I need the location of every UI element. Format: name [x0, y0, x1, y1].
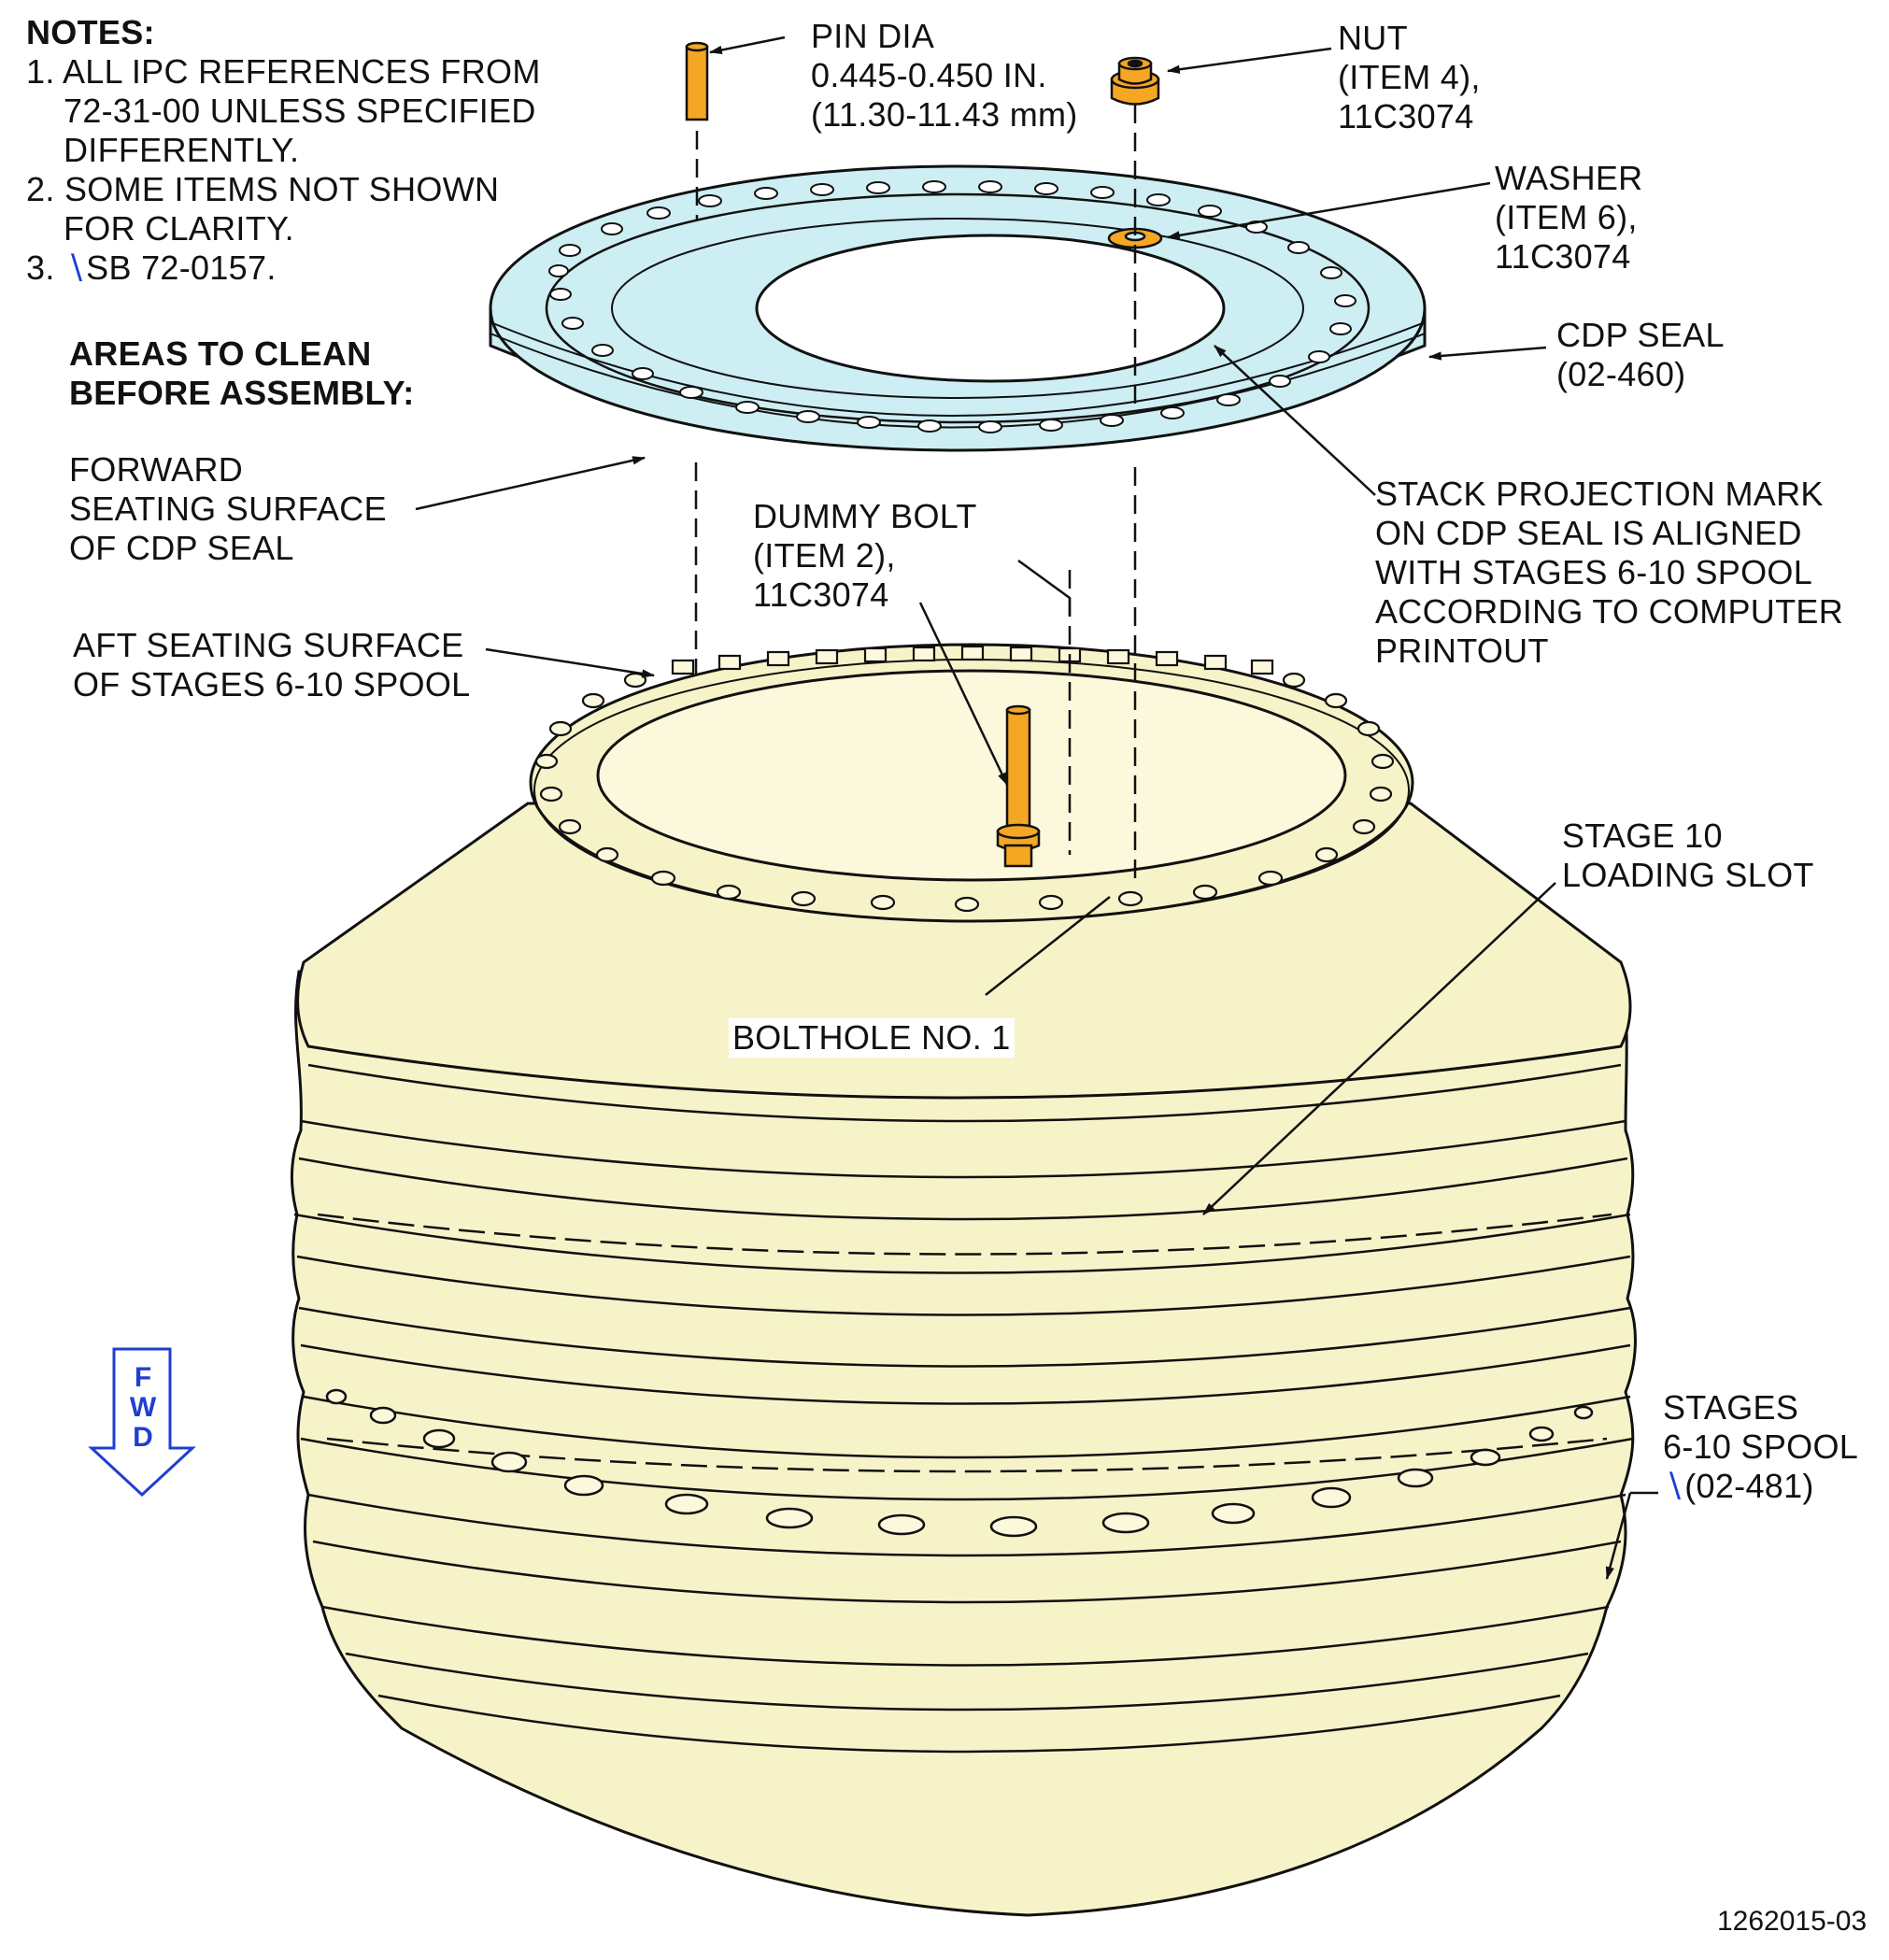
note-2-line-2: FOR CLARITY.: [64, 209, 294, 248]
spool-label: STAGES 6-10 SPOOL ∖(02-481): [1663, 1388, 1859, 1505]
stack-projection-label: STACK PROJECTION MARK ON CDP SEAL IS ALI…: [1375, 475, 1844, 670]
spool-flange-holes: [534, 645, 1395, 913]
nut-label: NUT (ITEM 4), 11C3074: [1338, 19, 1481, 135]
cdp-seal-bore: [755, 234, 1226, 383]
sb-reference-triangle-icon-2: ∖: [1663, 1467, 1685, 1505]
note-1-line-3: DIFFERENTLY.: [64, 131, 300, 169]
note-1-line-2: 72-31-00 UNLESS SPECIFIED: [64, 92, 536, 130]
stage10-slot-label: STAGE 10 LOADING SLOT: [1562, 817, 1814, 894]
fwd-letter-w: W: [129, 1392, 157, 1423]
nut: [1110, 56, 1160, 106]
washer-label: WASHER (ITEM 6), 11C3074: [1495, 159, 1643, 276]
cdp-seal-holes: [548, 180, 1356, 433]
note-2: 2. SOME ITEMS NOT SHOWN: [26, 170, 500, 208]
forward-seating-label: FORWARD SEATING SURFACE OF CDP SEAL: [69, 450, 387, 567]
note-1: 1. ALL IPC REFERENCES FROM: [26, 52, 541, 91]
pin-dia-label: PIN DIA 0.445-0.450 IN. (11.30-11.43 mm): [811, 17, 1078, 134]
sb-reference-triangle-icon: ∖: [64, 249, 87, 287]
spool-body-outline: [290, 970, 1637, 1917]
notes-block: NOTES: 1. ALL IPC REFERENCES FROM 72-31-…: [26, 13, 541, 288]
cdp-seal-label: CDP SEAL (02-460): [1556, 316, 1725, 393]
pin: [685, 41, 709, 121]
dummy-bolt: [996, 704, 1041, 868]
spool-drum: [290, 643, 1637, 1917]
figure-number: 1262015-03: [1717, 1906, 1868, 1937]
areas-heading: AREAS TO CLEAN BEFORE ASSEMBLY:: [69, 334, 415, 412]
notes-heading: NOTES:: [26, 13, 155, 51]
fwd-arrow-shape: [88, 1347, 196, 1498]
alignment-lines: [694, 105, 1137, 883]
washer: [1107, 227, 1163, 249]
aft-seating-label: AFT SEATING SURFACE OF STAGES 6-10 SPOOL: [73, 626, 471, 703]
bolthole-leader: [985, 896, 1111, 996]
spool-ribs: [293, 1063, 1634, 1754]
spool-top-inner: [596, 669, 1347, 882]
bolthole-label: BOLTHOLE NO. 1: [729, 1018, 1015, 1058]
fwd-letter-f: F: [134, 1362, 152, 1393]
spool-slot-row: [325, 1388, 1594, 1538]
fwd-letter-d: D: [133, 1422, 153, 1453]
note-3: 3. ∖SB 72-0157.: [26, 249, 277, 287]
dummy-bolt-bracket: [1017, 559, 1072, 617]
cdp-seal: [489, 164, 1427, 452]
dummy-bolt-label: DUMMY BOLT (ITEM 2), 11C3074: [753, 497, 977, 614]
leader-lines: [415, 36, 1632, 1581]
